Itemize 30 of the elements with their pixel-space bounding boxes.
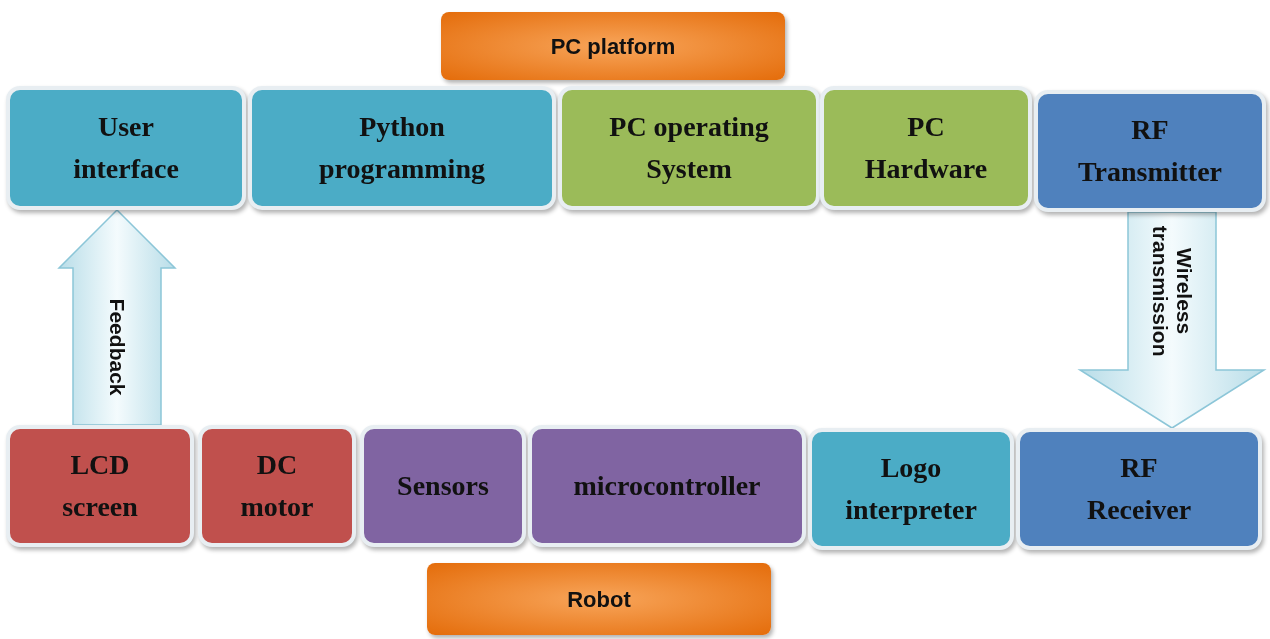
edge-label: Wireless transmission <box>1148 224 1197 359</box>
box-label: User interface <box>72 110 180 186</box>
component-box <box>360 425 526 547</box>
box-label: Python programming <box>318 110 486 186</box>
component-box <box>6 86 246 210</box>
box-label: Robot <box>567 585 631 614</box>
box-label: LCD screen <box>61 448 139 524</box>
box-label: PC operating System <box>608 110 770 186</box>
block-arrow <box>1077 211 1267 429</box>
box-label: PC platform <box>550 32 676 61</box>
edge-label: Feedback <box>105 297 130 398</box>
component-box <box>6 425 194 547</box>
box-label: microcontroller <box>573 469 761 503</box>
component-box <box>1034 90 1266 212</box>
component-box <box>1016 428 1262 550</box>
component-box <box>528 425 806 547</box>
component-box <box>198 425 356 547</box>
platform-banner <box>441 12 785 80</box>
box-label: DC motor <box>239 448 315 524</box>
component-box <box>558 86 820 210</box>
box-label: Logo interpreter <box>844 451 978 527</box>
component-box <box>820 86 1032 210</box>
platform-banner <box>427 563 771 635</box>
box-label: Sensors <box>397 469 489 503</box>
box-label: RF Transmitter <box>1076 113 1224 189</box>
block-arrow <box>57 208 177 426</box>
box-label: RF Receiver <box>1085 451 1193 527</box>
component-box <box>808 428 1014 550</box>
box-label: PC Hardware <box>863 110 989 186</box>
component-box <box>248 86 556 210</box>
